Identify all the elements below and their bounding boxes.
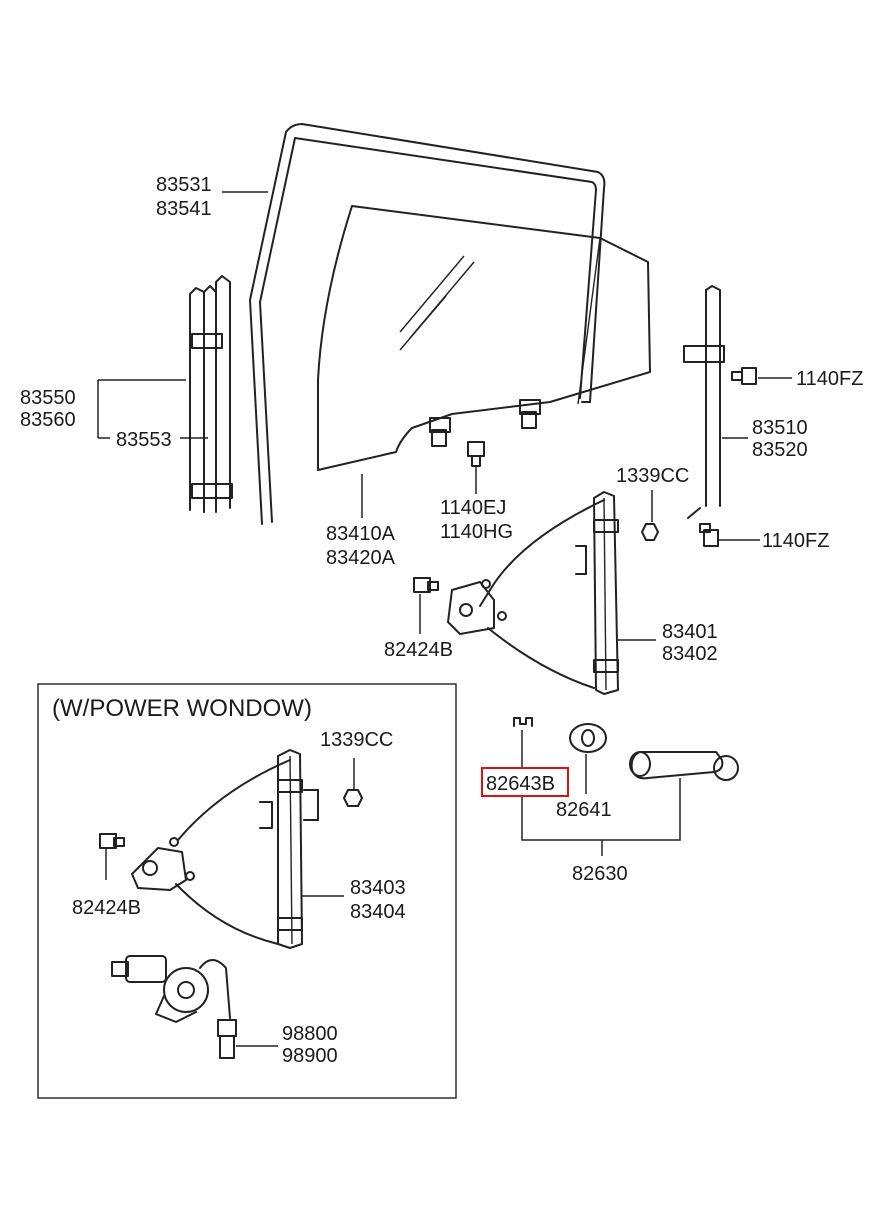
label-83403: 83403 bbox=[350, 877, 406, 899]
bolt-1140ej bbox=[467, 441, 485, 467]
label-83402: 83402 bbox=[662, 643, 718, 665]
label-83520: 83520 bbox=[752, 439, 808, 461]
label-82630: 82630 bbox=[572, 863, 628, 885]
label-1339cc-top: 1339CC bbox=[616, 465, 689, 487]
door-glass bbox=[317, 205, 651, 471]
label-83560: 83560 bbox=[20, 409, 76, 431]
label-83410a: 83410A bbox=[326, 523, 396, 545]
window-motor bbox=[111, 955, 237, 1059]
window-crank-handle bbox=[629, 751, 739, 781]
label-98800: 98800 bbox=[282, 1023, 338, 1045]
label-1140hg: 1140HG bbox=[440, 521, 513, 543]
label-82641: 82641 bbox=[556, 799, 612, 821]
nut-1339cc-box bbox=[343, 789, 363, 807]
label-83541: 83541 bbox=[156, 198, 212, 220]
label-98900: 98900 bbox=[282, 1045, 338, 1067]
label-83401: 83401 bbox=[662, 621, 718, 643]
bolt-82424b-top bbox=[413, 577, 439, 593]
label-1339cc-box: 1339CC bbox=[320, 729, 393, 751]
power-window-regulator bbox=[131, 749, 319, 949]
leader-lines bbox=[97, 191, 792, 856]
label-83553: 83553 bbox=[116, 429, 172, 451]
label-1140fz-mid: 1140FZ bbox=[762, 530, 829, 552]
label-82643b: 82643B bbox=[486, 773, 555, 795]
label-1140ej: 1140EJ bbox=[440, 497, 506, 519]
power-window-inset: (W/POWER WONDOW) bbox=[37, 683, 457, 1099]
highlight-box-82643b bbox=[481, 767, 569, 797]
bolt-1140fz-mid bbox=[699, 523, 719, 547]
front-channel bbox=[189, 275, 233, 513]
label-1140fz-top: 1140FZ bbox=[796, 368, 863, 390]
label-82424b-box: 82424B bbox=[72, 897, 141, 919]
bolt-1140fz-top bbox=[731, 367, 757, 385]
label-83531: 83531 bbox=[156, 174, 212, 196]
handle-clip bbox=[513, 717, 533, 727]
label-82424b-top: 82424B bbox=[384, 639, 453, 661]
label-83550: 83550 bbox=[20, 387, 76, 409]
label-83420a: 83420A bbox=[326, 547, 396, 569]
inset-leader-lines bbox=[105, 758, 355, 1047]
glass-run-channel bbox=[249, 123, 606, 525]
rear-channel bbox=[683, 285, 725, 519]
inset-title: (W/POWER WONDOW) bbox=[52, 695, 312, 722]
part-labels: 83531 83541 83550 83560 83553 83410A 834… bbox=[20, 174, 863, 885]
nut-1339cc-top bbox=[641, 523, 659, 541]
manual-window-regulator bbox=[447, 491, 619, 695]
handle-washer bbox=[569, 723, 607, 753]
label-83404: 83404 bbox=[350, 901, 406, 923]
label-83510: 83510 bbox=[752, 417, 808, 439]
bolt-82424b-box bbox=[99, 833, 125, 849]
